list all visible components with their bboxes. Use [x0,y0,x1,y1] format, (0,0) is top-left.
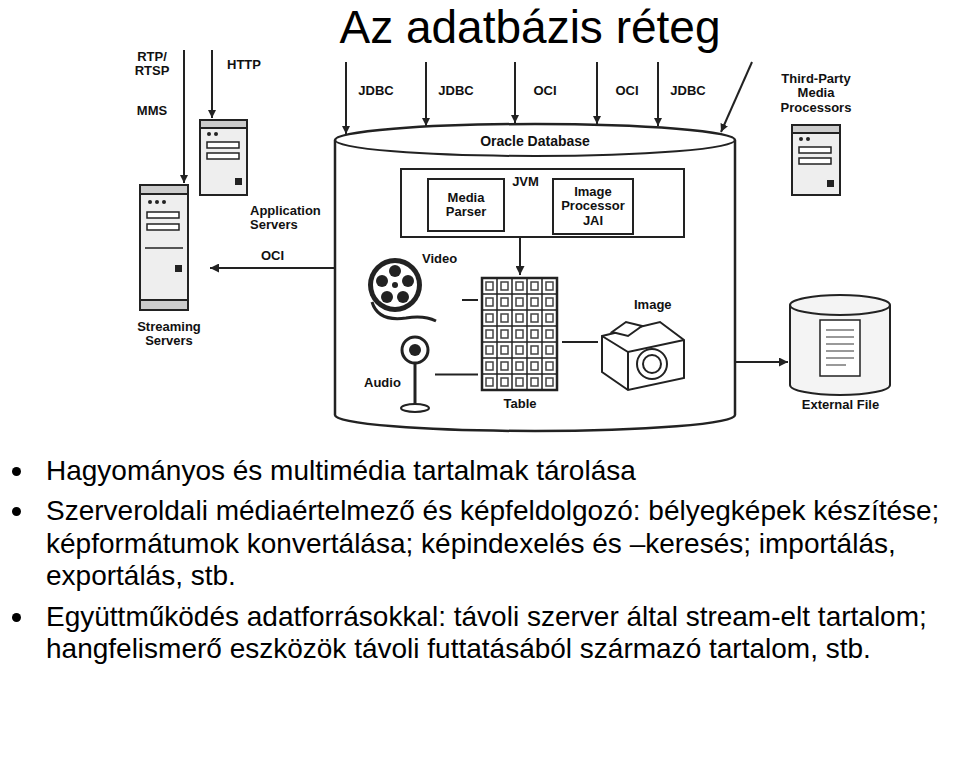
table-node: Table [478,275,562,420]
bullet-item: Szerveroldali médiaértelmező és képfeldo… [0,495,955,592]
database-cylinder [335,124,735,431]
protocol-label: RTP/ RTSP [126,50,178,79]
bullet-dot [12,467,21,476]
node-label: Application Servers [250,204,335,233]
bullet-dot [12,507,21,516]
protocol-label: JDBC [352,84,400,98]
bullet-item: Hagyományos és multimédia tartalmak táro… [0,455,955,487]
connector [210,267,335,269]
jvm-box: Media Parser Image Processor JAIJVM [400,168,685,238]
media-node: Audio [362,332,435,417]
server-icon [140,185,188,310]
film-reel-icon [368,258,436,321]
server-node: Application Servers [198,118,335,238]
table-grid [482,278,557,390]
node-label: Image Processor JAI [554,183,632,230]
node-label: Streaming Servers [128,320,210,349]
connector [519,238,521,275]
bullet-item: Együttműködés adatforrásokkal: távoli sz… [0,601,955,666]
bullet-text: Hagyományos és multimédia tartalmak táro… [46,455,636,486]
node-label: Third-Party Media Processors [768,72,864,115]
node-label: Oracle Database [335,134,735,149]
slide-title: Az adatbázis réteg [270,2,790,53]
protocol-label: JDBC [664,84,712,98]
protocol-label: HTTP [220,58,268,72]
connector [735,361,788,363]
node-label: Media Parser [429,189,503,222]
bullet-dot [12,613,21,622]
server-node: Streaming Servers [128,183,210,353]
camera-icon [602,322,684,390]
media-node: Image [598,296,686,388]
file-node: External File [788,292,893,432]
bullet-list: Hagyományos és multimédia tartalmak táro… [0,455,955,674]
server-node: Third-Party Media Processors [768,72,864,197]
node-label: Video [422,252,462,266]
node-label: External File [788,398,893,412]
media-node: Video [362,250,462,325]
connector [562,341,598,343]
protocol-label: JDBC [432,84,480,98]
file-cylinder [790,295,890,395]
connector [435,374,478,376]
protocol-label: MMS [128,104,176,118]
process-box: Media Parser [427,178,505,232]
database-node: Media Parser Image Processor JAIJVM VideoA… [335,124,735,432]
protocol-label: OCI [521,84,569,98]
protocol-label: OCI [603,84,651,98]
server-icon [792,125,840,195]
node-label: Audio [364,376,404,390]
bullet-text: Szerveroldali médiaértelmező és képfeldo… [46,495,939,591]
server-icon [200,120,247,195]
bullet-text: Együttműködés adatforrásokkal: távoli sz… [46,601,927,664]
node-label: JVM [499,175,552,189]
connector-label: OCI [259,249,286,263]
process-box: Image Processor JAI [552,178,634,235]
node-label: Table [478,397,562,411]
node-label: Image [634,298,684,312]
connector [462,299,478,301]
microphone-icon [401,337,429,412]
